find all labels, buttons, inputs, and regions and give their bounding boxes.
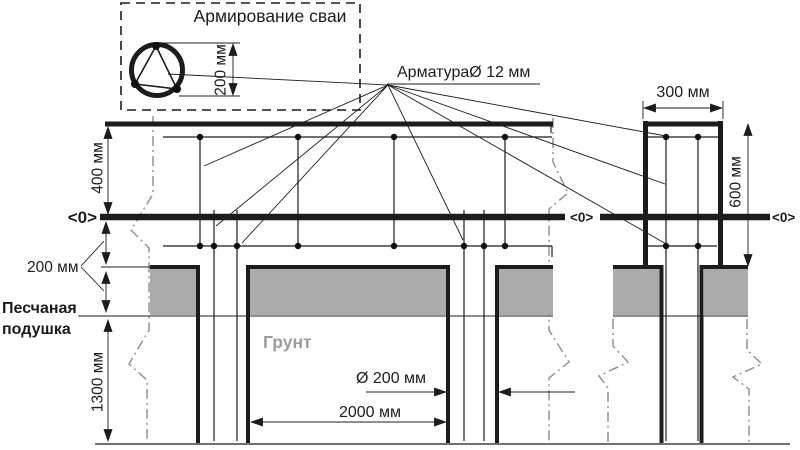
sand-block: [150, 268, 197, 315]
left-dimensions: 400 мм 200 мм 1300 мм: [27, 125, 150, 443]
sand-cushion-label-line1: Песчаная: [2, 300, 77, 317]
break-line-section-left: [597, 319, 630, 443]
cross-section: [600, 121, 770, 443]
sand-cushion: [150, 268, 748, 315]
rebar-triangle-nodes: [131, 42, 181, 93]
callout-box: Армирование сваи 200 мм: [120, 2, 361, 111]
dim-400-label: 400 мм: [89, 142, 106, 193]
rebar-nodes: [662, 133, 702, 250]
dim-200-leader: [80, 240, 105, 267]
zero-marker-middle: <0>: [570, 210, 593, 225]
rebar-annotation: АрматураØ 12 мм: [167, 64, 669, 246]
dim-600-label: 600 мм: [727, 156, 744, 207]
section-dimensions: 300 мм 600 мм: [642, 84, 753, 268]
zero-marker-left: <0>: [68, 208, 97, 227]
callout-border: [120, 2, 361, 111]
bottom-dimensions: Ø 200 мм 2000 мм: [249, 370, 575, 427]
leader-lines: [167, 73, 669, 246]
main-elevation: [78, 121, 790, 445]
zero-marker-right: <0>: [772, 210, 795, 225]
dim-200-leader: [80, 266, 105, 292]
dim-1300-label: 1300 мм: [89, 352, 106, 412]
soil-label: Грунт: [263, 332, 312, 352]
sand-block: [499, 268, 553, 315]
dim-2000-label: 2000 мм: [339, 404, 401, 421]
sand-block: [704, 268, 748, 315]
rebar-triangle: [133, 44, 179, 90]
sand-block: [613, 268, 660, 315]
text-labels: <0> <0> <0> Песчаная подушка Грунт: [2, 208, 795, 352]
dim-pile-diameter-label: Ø 200 мм: [356, 370, 426, 387]
rebar-label: АрматураØ 12 мм: [397, 64, 530, 81]
break-lines: [128, 116, 764, 443]
break-line-left: [128, 116, 154, 443]
rebar-nodes: [196, 133, 509, 250]
dim-300-label: 300 мм: [656, 84, 709, 101]
sand-cushion-label-line2: подушка: [2, 321, 71, 338]
sand-block: [250, 268, 447, 315]
break-line-section-right: [731, 319, 764, 443]
dim-200-label: 200 мм: [27, 259, 78, 276]
callout-title: Армирование сваи: [194, 6, 347, 26]
callout-diameter-label: 200 мм: [212, 44, 229, 95]
